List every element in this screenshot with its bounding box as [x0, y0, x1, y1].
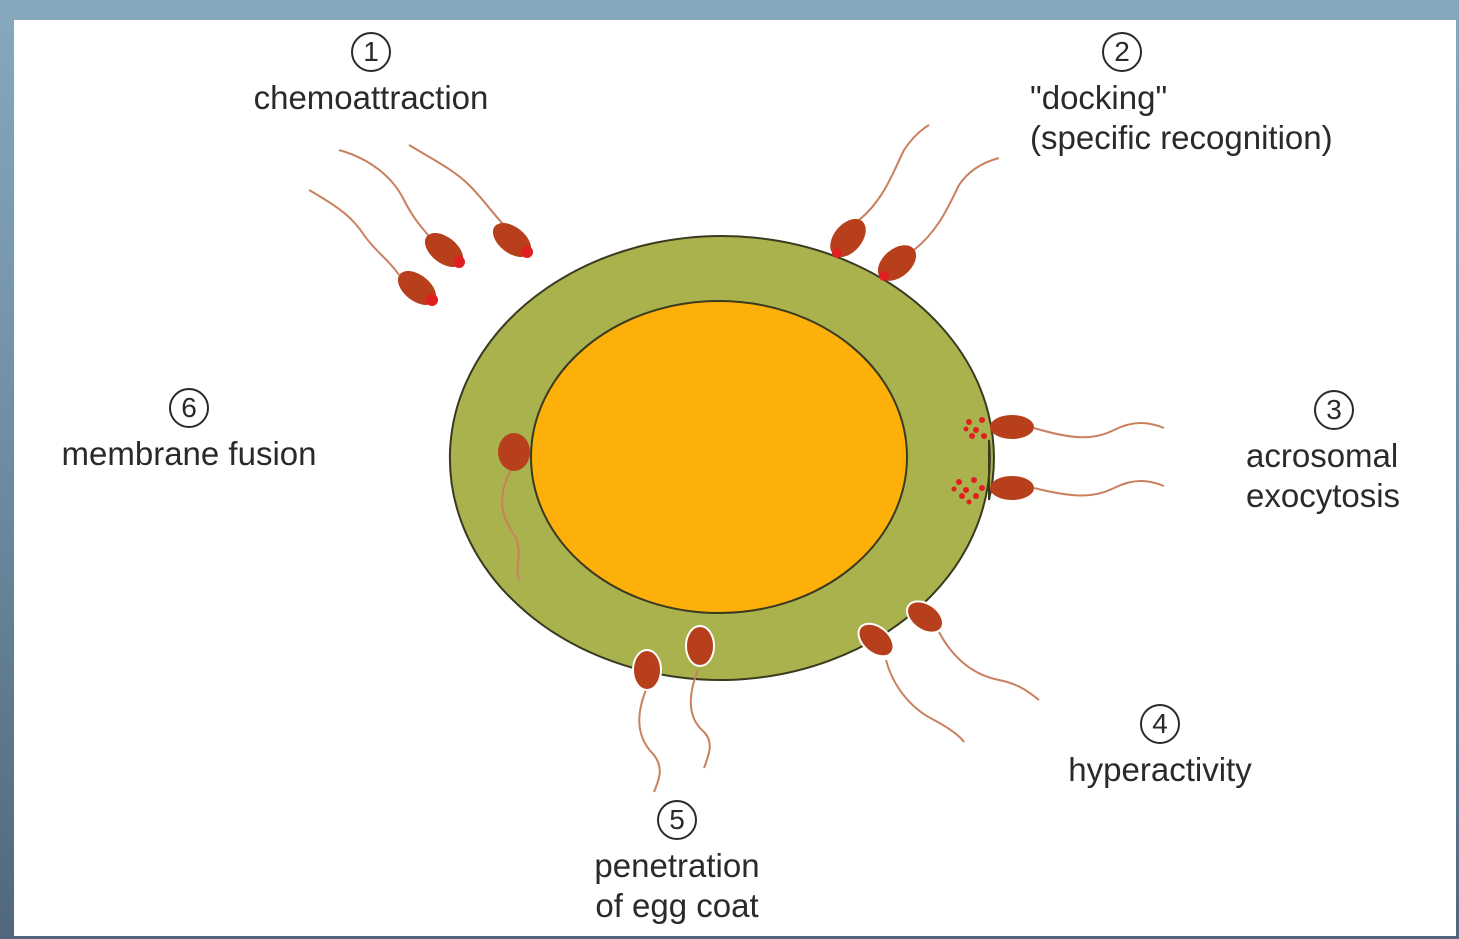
step-3-acrosomal-exocytosis: 3 acrosomal exocytosis [1246, 388, 1456, 516]
step-number-5: 5 [657, 800, 697, 840]
step-number-1: 1 [351, 32, 391, 72]
step-1-label: chemoattraction [206, 78, 536, 118]
step-2-label-line2: (specific recognition) [1030, 118, 1450, 158]
step-number-4: 4 [1140, 704, 1180, 744]
step-6-label: membrane fusion [14, 434, 364, 474]
sperm-head [990, 476, 1034, 500]
step-2-docking: 2 "docking" (specific recognition) [1030, 30, 1450, 158]
step-2-label-line1: "docking" [1030, 78, 1450, 118]
egg-cytoplasm [531, 301, 907, 613]
step-5-label-line2: of egg coat [557, 886, 797, 926]
step-number-6: 6 [169, 388, 209, 428]
sperm-group-chemoattraction [309, 145, 537, 312]
diagram-panel: 1 chemoattraction 2 "docking" (specific … [14, 20, 1456, 936]
step-4-hyperactivity: 4 hyperactivity [1030, 702, 1290, 790]
sperm-head [990, 415, 1034, 439]
step-4-label: hyperactivity [1030, 750, 1290, 790]
step-3-label-line2: exocytosis [1246, 476, 1456, 516]
sperm-head [498, 433, 530, 471]
step-5-label-line1: penetration [557, 846, 797, 886]
step-number-3: 3 [1314, 390, 1354, 430]
step-6-membrane-fusion: 6 membrane fusion [14, 386, 364, 474]
step-1-chemoattraction: 1 chemoattraction [206, 30, 536, 118]
sperm-head [686, 626, 714, 666]
step-3-label-line1: acrosomal [1246, 436, 1456, 476]
sperm-head [633, 650, 661, 690]
step-number-2: 2 [1102, 32, 1142, 72]
step-5-penetration: 5 penetration of egg coat [557, 798, 797, 926]
